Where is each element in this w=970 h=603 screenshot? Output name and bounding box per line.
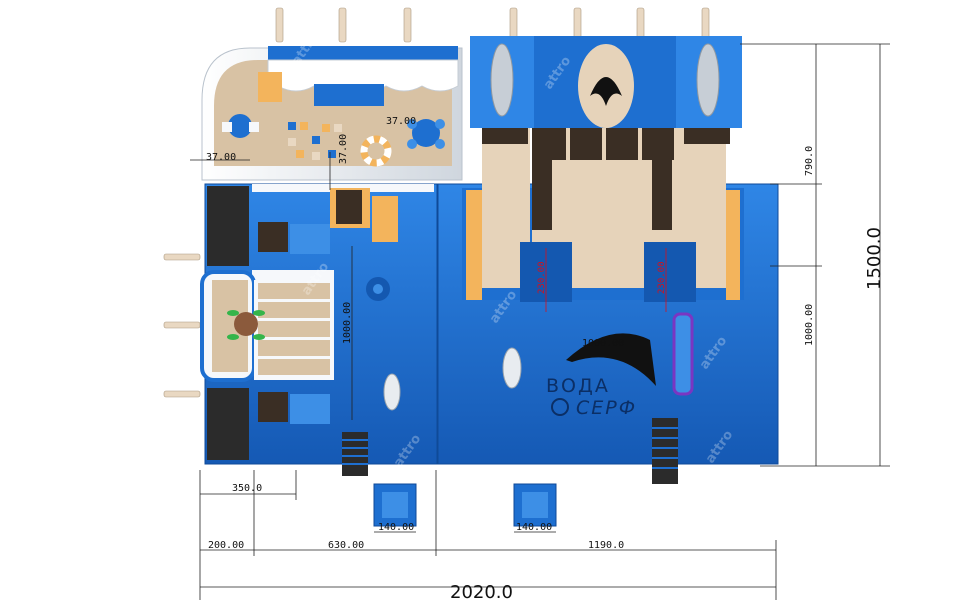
upper-left-room [201, 46, 463, 181]
dim-pool-right: 140.00 [516, 522, 552, 533]
dim-top-part: 790.0 [804, 146, 815, 176]
top-posts [275, 7, 710, 43]
dim-left-block: 200.00 [208, 540, 244, 551]
brand-line2: СЕРФ [576, 397, 637, 419]
slide-markers [545, 248, 667, 312]
brand-logo-icon [551, 398, 569, 416]
dimension-lines [190, 43, 890, 600]
left-posts [163, 253, 201, 398]
dim-right-mid: 1000.00 [582, 338, 624, 349]
dim-right-block: 1190.0 [588, 540, 624, 551]
dim-pool-left: 140.00 [378, 522, 414, 533]
dim-right-lower: 1000.00 [804, 304, 815, 346]
dim-small-c: 37.00 [338, 134, 349, 164]
dim-total-height: 1500.0 [864, 227, 885, 290]
dim-slide-a: 230.00 [537, 261, 547, 294]
dim-slide-b: 230.00 [657, 261, 667, 294]
dim-middle-block: 630.00 [328, 540, 364, 551]
dim-bottom-offset: 350.0 [232, 483, 262, 494]
dim-total-width: 2020.0 [450, 582, 513, 603]
small-pools [373, 483, 557, 527]
left-middle-section [200, 183, 438, 476]
dim-center-height: 1000.00 [342, 302, 353, 344]
dim-small-b: 37.00 [386, 116, 416, 127]
brand-line1: ВОДА [546, 375, 610, 397]
dim-small-a: 37.00 [206, 152, 236, 163]
